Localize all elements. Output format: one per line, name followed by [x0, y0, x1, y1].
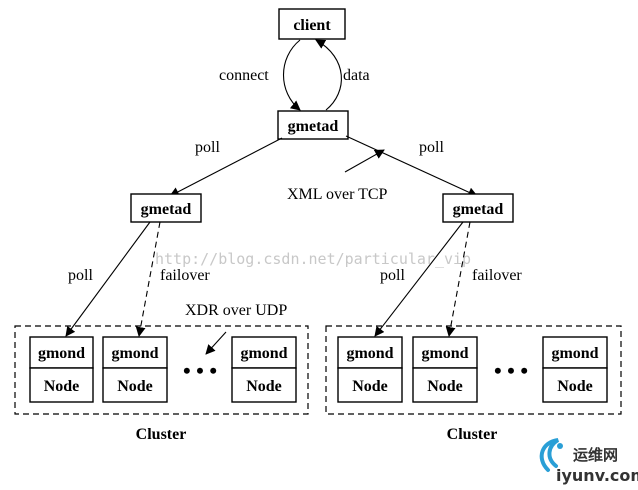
xml-annotation-pointer [344, 149, 385, 173]
xdr-annotation-pointer [205, 331, 227, 355]
poll-label-top-right: poll [419, 139, 444, 156]
node-label: Node [352, 378, 388, 395]
gmond-label: gmond [346, 345, 393, 362]
gmetad-left-node: gmetad [130, 193, 202, 223]
cluster-right-boundary [325, 325, 622, 415]
cluster-left-label: Cluster [136, 426, 187, 443]
ellipsis-left: • • • [183, 358, 217, 383]
xdr-over-udp-label: XDR over UDP [185, 302, 287, 319]
gmond-node-right-1: gmond Node [337, 336, 403, 403]
gmond-label: gmond [38, 345, 85, 362]
poll-edge-right-cluster [374, 221, 464, 337]
gmond-node-left-3: gmond Node [231, 336, 297, 403]
poll-edge-left [169, 137, 283, 197]
node-label: Node [427, 378, 463, 395]
gmond-label: gmond [240, 345, 287, 362]
watermark-text: http://blog.csdn.net/particular_vip [155, 250, 471, 268]
failover-label-left: failover [160, 267, 210, 284]
failover-edge-left-cluster [135, 221, 161, 337]
node-label: Node [44, 378, 80, 395]
logo-cn-text: 运维网 [573, 446, 618, 464]
failover-edge-right-cluster [445, 221, 471, 337]
data-label: data [343, 67, 370, 84]
gmetad-top-label: gmetad [288, 118, 339, 135]
gmond-node-right-2: gmond Node [412, 336, 478, 403]
logo-dot-icon [557, 443, 563, 449]
connect-edge [282, 39, 301, 111]
cluster-right-label: Cluster [447, 426, 498, 443]
gmond-label: gmond [551, 345, 598, 362]
data-edge [315, 39, 342, 111]
logo-swoosh-icon [539, 438, 560, 472]
poll-label-top-left: poll [195, 139, 220, 156]
client-node: client [278, 8, 346, 40]
ellipsis-right: • • • [494, 358, 528, 383]
site-logo: 运维网 iyunv.com [539, 438, 638, 485]
logo-en-text: iyunv.com [556, 466, 638, 485]
node-label: Node [117, 378, 153, 395]
poll-edge-left-cluster [65, 221, 151, 337]
connect-label: connect [219, 67, 269, 84]
gmetad-left-label: gmetad [141, 201, 192, 218]
poll-label-right: poll [380, 267, 405, 284]
gmond-node-left-1: gmond Node [29, 336, 94, 403]
gmond-label: gmond [421, 345, 468, 362]
gmond-node-left-2: gmond Node [102, 336, 168, 403]
gmond-node-right-3: gmond Node [542, 336, 608, 403]
gmetad-top-node: gmetad [277, 110, 349, 140]
failover-label-right: failover [472, 267, 522, 284]
poll-edge-right [345, 135, 478, 197]
xml-over-tcp-label: XML over TCP [287, 186, 388, 203]
gmetad-right-label: gmetad [453, 201, 504, 218]
poll-label-left: poll [68, 267, 93, 284]
node-label: Node [557, 378, 593, 395]
gmetad-right-node: gmetad [442, 193, 514, 223]
gmond-label: gmond [111, 345, 158, 362]
client-label: client [293, 17, 331, 34]
node-label: Node [246, 378, 282, 395]
